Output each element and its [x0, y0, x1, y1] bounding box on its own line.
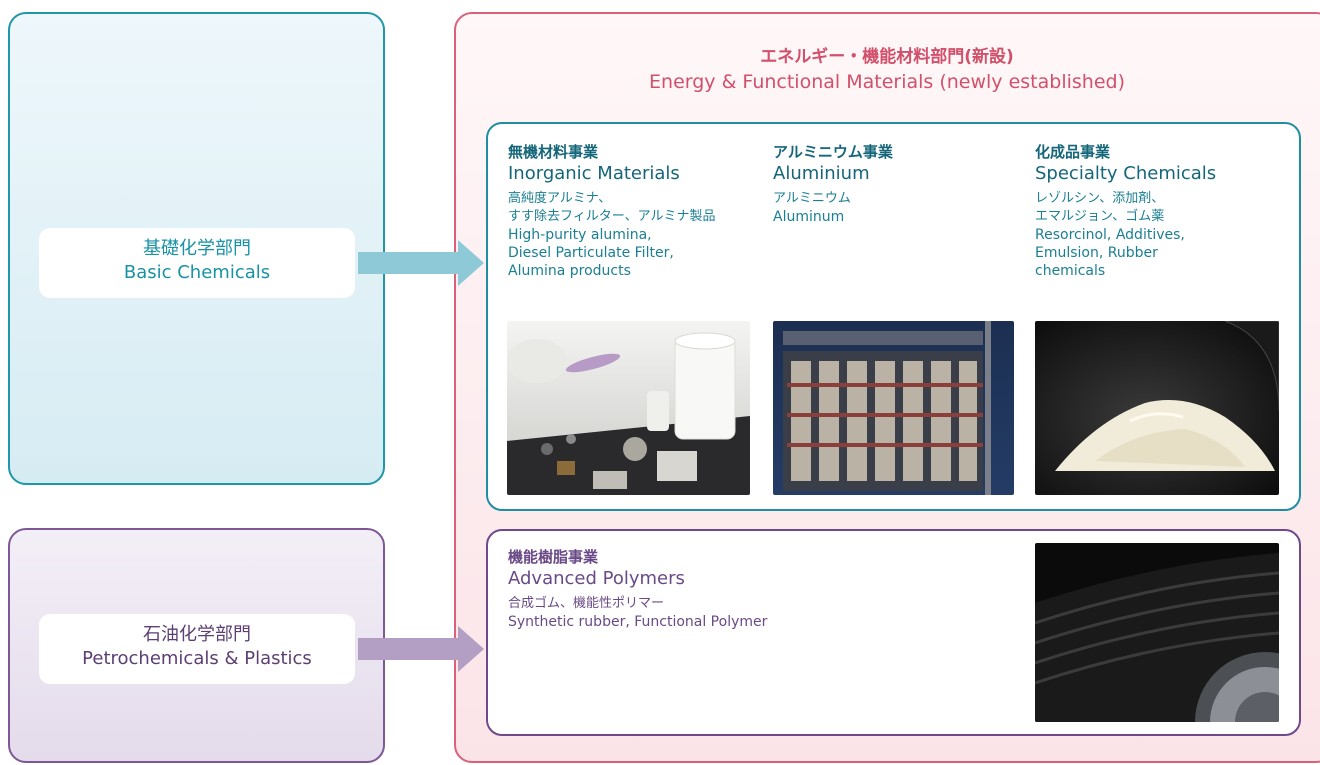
business-inorganic-materials: 無機材料事業 Inorganic Materials 高純度アルミナ、 すす除去…: [508, 142, 758, 280]
petrochemicals-jp: 石油化学部門: [143, 624, 251, 645]
product-jp: すす除去フィルター、アルミナ製品: [508, 209, 716, 224]
product-en: Diesel Particulate Filter,: [508, 245, 674, 261]
basic-chemicals-en: Basic Chemicals: [123, 262, 271, 283]
energy-title: エネルギー・機能材料部門(新設) Energy & Functional Mat…: [454, 45, 1320, 95]
business-name-en: Specialty Chemicals: [1035, 163, 1217, 184]
petrochemicals-en: Petrochemicals & Plastics: [82, 648, 312, 669]
aluminium-photo: [773, 321, 1014, 495]
business-advanced-polymers: 機能樹脂事業 Advanced Polymers 合成ゴム、機能性ポリマー Sy…: [508, 547, 988, 631]
product-en: chemicals: [1035, 263, 1106, 279]
energy-title-en: Energy & Functional Materials (newly est…: [649, 71, 1125, 93]
product-jp: 高純度アルミナ、: [508, 191, 612, 206]
business-name-en: Advanced Polymers: [508, 568, 685, 589]
product-en: Aluminum: [773, 209, 845, 225]
inorganic-materials-photo: [507, 321, 750, 495]
business-name-en: Inorganic Materials: [508, 163, 680, 184]
arrow-right-icon: [358, 240, 484, 286]
business-name-en: Aluminium: [773, 163, 870, 184]
business-specialty-chemicals: 化成品事業 Specialty Chemicals レゾルシン、添加剤、 エマル…: [1035, 142, 1285, 280]
product-en: High-purity alumina,: [508, 227, 652, 243]
business-aluminium: アルミニウム事業 Aluminium アルミニウム Aluminum: [773, 142, 1013, 226]
product-en: Alumina products: [508, 263, 631, 279]
product-jp: アルミニウム: [773, 191, 851, 206]
product-jp: 合成ゴム、機能性ポリマー: [508, 596, 665, 611]
product-jp: レゾルシン、添加剤、: [1035, 191, 1165, 206]
basic-chemicals-label: 基礎化学部門 Basic Chemicals: [39, 228, 355, 298]
business-name-jp: 無機材料事業: [508, 143, 599, 161]
product-en: Resorcinol, Additives,: [1035, 227, 1185, 243]
basic-chemicals-jp: 基礎化学部門: [143, 238, 251, 259]
product-jp: エマルジョン、ゴム薬: [1035, 209, 1165, 224]
specialty-chemicals-photo: [1035, 321, 1279, 495]
arrow-right-icon: [358, 626, 484, 672]
business-name-jp: アルミニウム事業: [773, 143, 893, 161]
business-name-jp: 機能樹脂事業: [508, 548, 599, 566]
petrochemicals-label: 石油化学部門 Petrochemicals & Plastics: [39, 614, 355, 684]
energy-title-jp: エネルギー・機能材料部門(新設): [760, 47, 1014, 67]
business-name-jp: 化成品事業: [1035, 143, 1111, 161]
product-en: Emulsion, Rubber: [1035, 245, 1158, 261]
product-en: Synthetic rubber, Functional Polymer: [508, 614, 768, 630]
advanced-polymers-photo: [1035, 543, 1279, 722]
